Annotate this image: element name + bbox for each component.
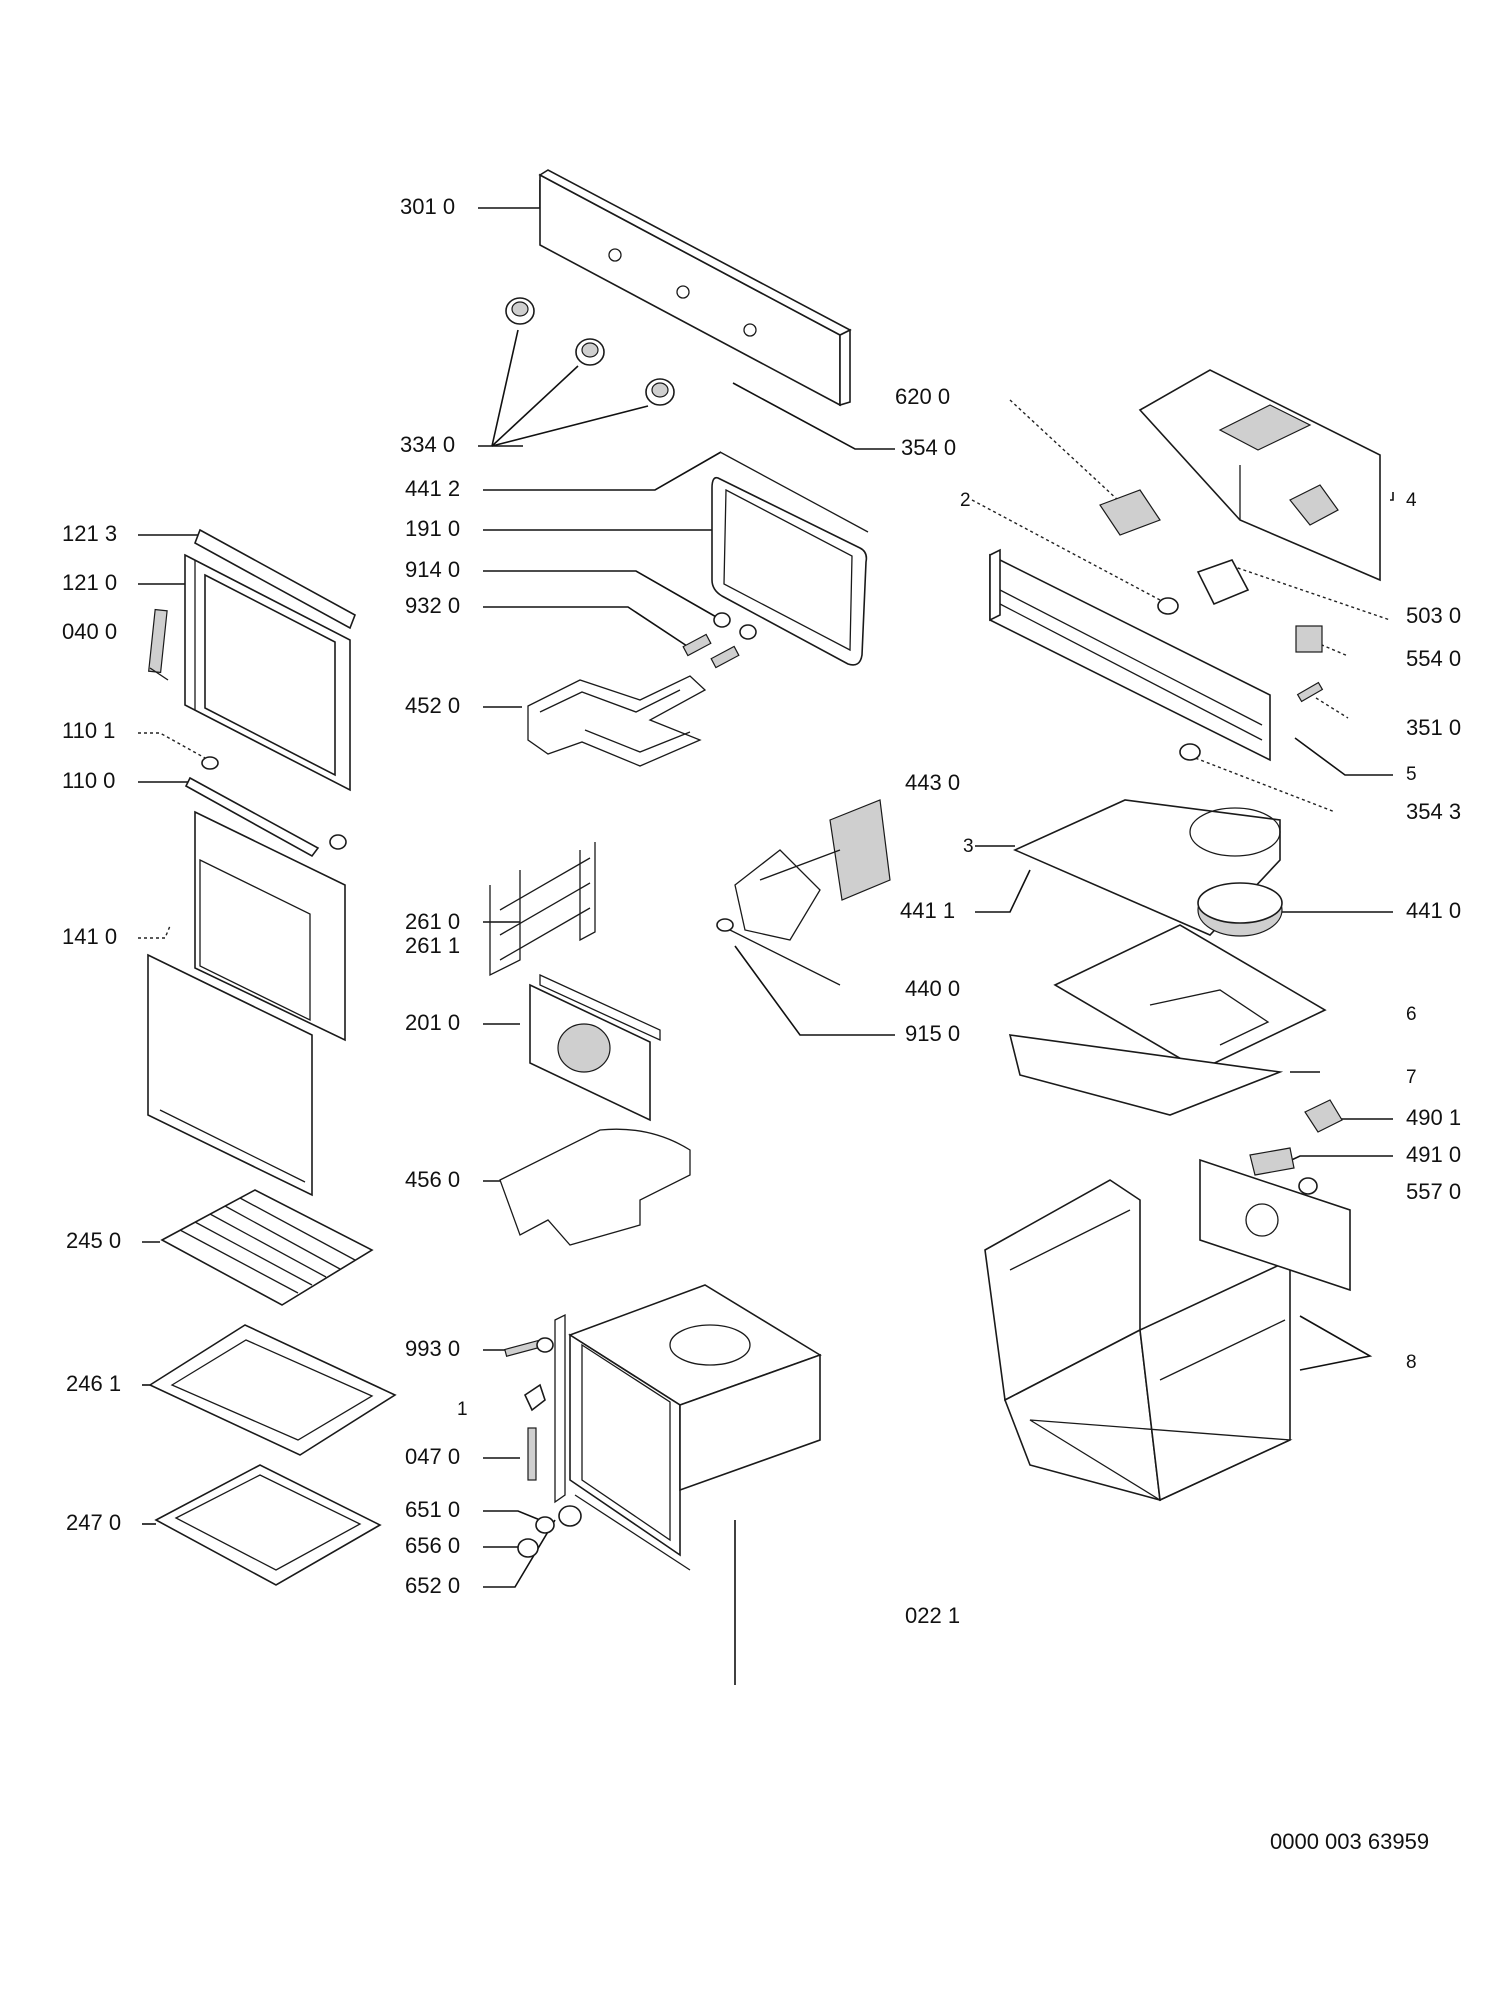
deep-tray-part[interactable] (154, 1464, 382, 1586)
label-110-1[interactable]: 110 1 (62, 718, 115, 743)
knob-icon (645, 378, 675, 406)
label-490-1[interactable]: 490 1 (1406, 1105, 1461, 1130)
label-456-0[interactable]: 456 0 (405, 1167, 460, 1192)
label-121-3[interactable]: 121 3 (62, 521, 117, 546)
label-5[interactable]: 5 (1406, 764, 1417, 785)
label-914-0[interactable]: 914 0 (405, 557, 460, 582)
label-452-0[interactable]: 452 0 (405, 693, 460, 718)
label-441-0[interactable]: 441 0 (1406, 898, 1461, 923)
grid-shelf-part[interactable] (160, 1189, 374, 1306)
label-3[interactable]: 3 (963, 836, 974, 857)
lamp-and-connectors-part[interactable] (1249, 1099, 1343, 1195)
label-441-1[interactable]: 441 1 (900, 898, 955, 923)
door-seal-and-glass-part[interactable] (711, 451, 869, 666)
label-491-0[interactable]: 491 0 (1406, 1142, 1461, 1167)
fan-cover-part[interactable] (529, 973, 661, 1122)
label-652-0[interactable]: 652 0 (405, 1573, 460, 1598)
switch-part[interactable] (1099, 489, 1161, 536)
label-620-0[interactable]: 620 0 (895, 384, 950, 409)
insulation-plate-part[interactable] (1053, 924, 1327, 1071)
bottom-plate-part[interactable] (1008, 1034, 1284, 1116)
label-6[interactable]: 6 (1406, 1004, 1417, 1025)
label-261-1[interactable]: 261 1 (405, 933, 460, 958)
label-4[interactable]: 4 (1406, 490, 1417, 511)
label-301-0[interactable]: 301 0 (400, 194, 455, 219)
control-panel-part[interactable] (538, 169, 852, 407)
label-246-1[interactable]: 246 1 (66, 1371, 121, 1396)
label-354-3[interactable]: 354 3 (1406, 799, 1461, 824)
label-440-0[interactable]: 440 0 (905, 976, 960, 1001)
label-557-0[interactable]: 557 0 (1406, 1179, 1461, 1204)
label-351-0[interactable]: 351 0 (1406, 715, 1461, 740)
door-glass-part[interactable] (147, 810, 346, 1197)
label-7[interactable]: 7 (1406, 1067, 1417, 1088)
oven-cavity-part[interactable] (554, 1284, 822, 1571)
label-656-0[interactable]: 656 0 (405, 1533, 460, 1558)
drawing-number: 0000 003 63959 (1270, 1829, 1429, 1854)
fan-motor-part[interactable] (716, 799, 891, 986)
label-247-0[interactable]: 247 0 (66, 1510, 121, 1535)
grill-element-part[interactable] (527, 612, 757, 767)
label-441-2[interactable]: 441 2 (405, 476, 460, 501)
label-261-0[interactable]: 261 0 (405, 909, 460, 934)
top-insulation-part[interactable] (1013, 799, 1283, 937)
control-box-part[interactable] (1138, 369, 1381, 582)
hinge-part[interactable] (148, 608, 169, 681)
part-labels: 301 0 334 0 354 0 620 0 441 2 191 0 914 … (62, 194, 1461, 1854)
label-932-0[interactable]: 932 0 (405, 593, 460, 618)
label-354-0[interactable]: 354 0 (901, 435, 956, 460)
oven-small-parts[interactable] (504, 1337, 582, 1558)
label-201-0[interactable]: 201 0 (405, 1010, 460, 1035)
outer-housing-part[interactable] (984, 1158, 1351, 1502)
control-knobs-part[interactable] (505, 297, 675, 406)
label-334-0[interactable]: 334 0 (400, 432, 455, 457)
label-554-0[interactable]: 554 0 (1406, 646, 1461, 671)
side-rack-part[interactable] (489, 842, 596, 977)
ring-heating-element-part[interactable] (499, 1128, 691, 1246)
rear-panel-part[interactable] (989, 548, 1271, 762)
knob-icon (575, 338, 605, 366)
label-8[interactable]: 8 (1406, 1352, 1417, 1373)
baking-tray-part[interactable] (148, 1324, 397, 1456)
label-503-0[interactable]: 503 0 (1406, 603, 1461, 628)
label-040-0[interactable]: 040 0 (62, 619, 117, 644)
label-915-0[interactable]: 915 0 (905, 1021, 960, 1046)
label-110-0[interactable]: 110 0 (62, 768, 115, 793)
label-022-1[interactable]: 022 1 (905, 1603, 960, 1628)
label-047-0[interactable]: 047 0 (405, 1444, 460, 1469)
label-443-0[interactable]: 443 0 (905, 770, 960, 795)
door-handle-part[interactable] (184, 756, 347, 858)
door-frame-part[interactable] (184, 528, 356, 792)
label-191-0[interactable]: 191 0 (405, 516, 460, 541)
label-1[interactable]: 1 (457, 1399, 468, 1420)
label-2[interactable]: 2 (960, 490, 971, 511)
label-245-0[interactable]: 245 0 (66, 1228, 121, 1253)
label-121-0[interactable]: 121 0 (62, 570, 117, 595)
label-141-0[interactable]: 141 0 (62, 924, 117, 949)
knob-icon (505, 297, 535, 325)
label-651-0[interactable]: 651 0 (405, 1497, 460, 1522)
control-components-part[interactable] (1157, 559, 1324, 761)
label-993-0[interactable]: 993 0 (405, 1336, 460, 1361)
